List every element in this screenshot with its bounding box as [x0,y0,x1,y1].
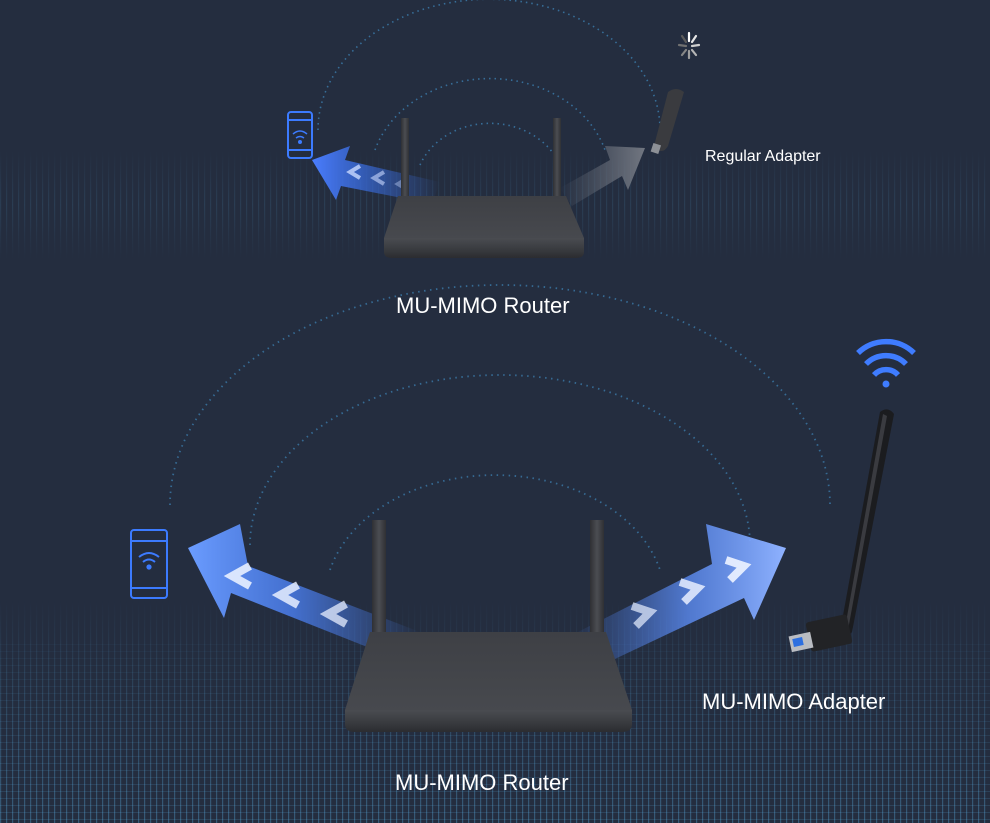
loading-spinner-icon [677,31,701,60]
wifi-signal-icon [856,338,916,388]
mu-mimo-adapter-label: MU-MIMO Adapter [702,689,886,714]
bottom-phone-icon [130,529,168,599]
bottom-router-label: MU-MIMO Router [395,770,569,795]
top-phone-icon [287,111,313,159]
top-signal-arcs [317,0,661,166]
bottom-router [345,520,632,732]
regular-adapter [650,89,684,154]
bottom-right-signal-arrow [570,524,786,666]
top-router [384,118,584,258]
top-router-label: MU-MIMO Router [396,293,570,318]
bottom-left-signal-arrow [188,524,420,660]
mu-mimo-adapter [788,409,894,653]
bottom-signal-arcs [169,284,831,571]
top-right-signal-arrow [560,146,645,206]
regular-adapter-label: Regular Adapter [705,148,821,165]
